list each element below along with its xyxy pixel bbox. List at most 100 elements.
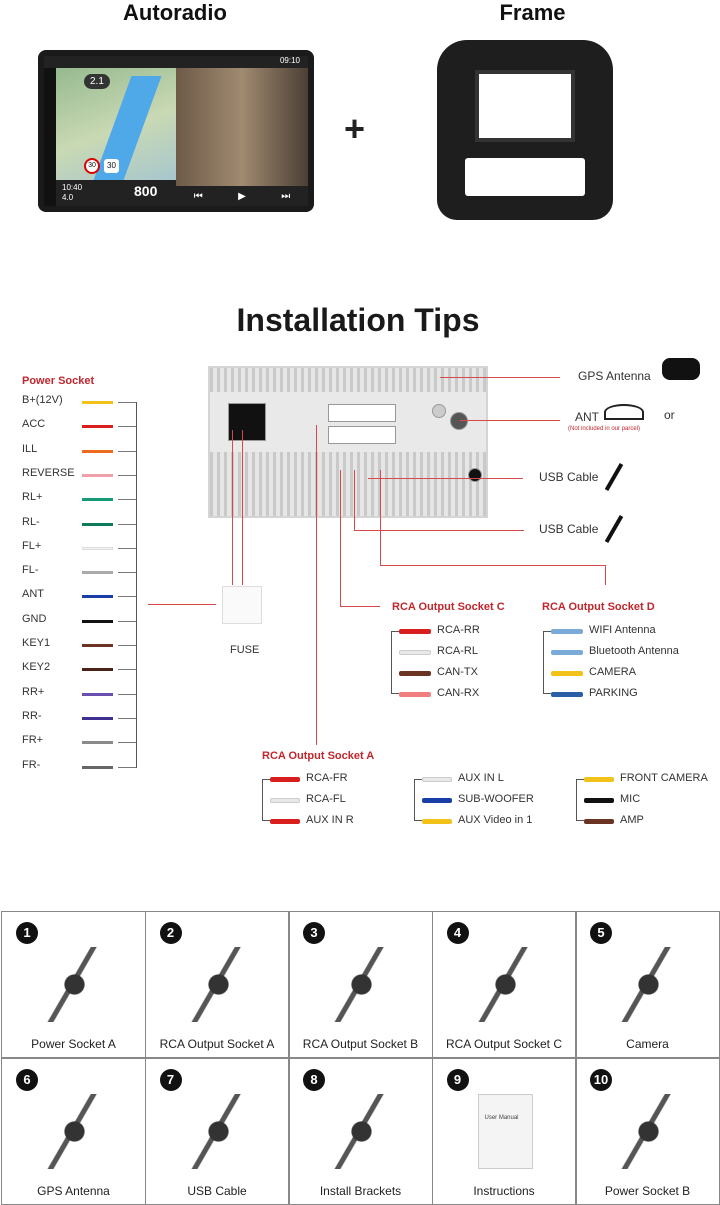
item-number-badge: 5: [590, 922, 612, 944]
power-wire-lead: [118, 499, 136, 501]
usb-cable-label-1: USB Cable: [539, 470, 599, 484]
power-wire-swatch: [82, 692, 113, 696]
or-label: or: [664, 408, 675, 422]
power-wire-lead: [118, 645, 136, 646]
connector-swatch: [551, 692, 583, 697]
item-caption: GPS Antenna: [37, 1184, 110, 1198]
item-number-badge: 6: [16, 1069, 38, 1091]
connector-label: CAN-TX: [437, 666, 478, 678]
item-number-badge: 4: [446, 922, 469, 944]
headunit-rear-image: [208, 366, 488, 518]
item-caption: Power Socket B: [604, 1184, 691, 1198]
item-caption: Instructions: [473, 1184, 535, 1198]
power-wire-label: FR-: [22, 758, 41, 771]
prev-icon[interactable]: ⏮: [193, 190, 203, 202]
connector-label: RCA-FL: [306, 793, 346, 805]
clock: 10:40: [62, 183, 83, 192]
power-wire-swatch: [82, 595, 113, 599]
power-wire-lead: [118, 766, 136, 768]
connector-label: RCA-RR: [437, 624, 480, 636]
frame-image: [437, 40, 613, 220]
bracket-line: [391, 631, 399, 694]
power-wire-swatch: [82, 716, 113, 720]
power-wire-label: RL-: [22, 515, 40, 528]
connector-label: Bluetooth Antenna: [589, 645, 679, 657]
connector-swatch: [399, 692, 431, 697]
autoradio-title: Autoradio: [123, 0, 227, 25]
item-caption: Camera: [626, 1037, 669, 1051]
gps-antenna-label: GPS Antenna: [578, 369, 651, 383]
item-image: User Manual: [477, 1094, 533, 1169]
bracket-line: [543, 631, 551, 694]
connector-swatch: [422, 798, 452, 803]
bracket-line: [262, 779, 270, 821]
manual-title: User Manual: [484, 1115, 519, 1121]
power-wire-swatch: [82, 571, 113, 575]
power-wire-lead: [118, 596, 136, 598]
power-wire-lead: [118, 620, 136, 622]
power-wire-swatch: [82, 425, 113, 429]
connector-label: AUX Video in 1: [458, 814, 533, 826]
item-number-badge: 1: [16, 922, 38, 944]
connector-label: RCA-RL: [437, 645, 478, 657]
item-caption: Power Socket A: [31, 1037, 116, 1051]
media-controls: ⏮ ▶ ⏭: [176, 186, 308, 206]
item-number-badge: 9: [446, 1069, 469, 1091]
item-caption: RCA Output Socket A: [159, 1037, 275, 1051]
power-wire-lead: [118, 742, 136, 744]
power-wire-lead: [118, 426, 136, 428]
item-caption: RCA Output Socket C: [445, 1037, 563, 1051]
item-image: [467, 947, 543, 1022]
power-wire-lead: [118, 669, 136, 671]
power-wire-label: KEY2: [22, 661, 51, 674]
power-wire-label: B+(12V): [22, 394, 63, 406]
item-caption: USB Cable: [187, 1184, 247, 1198]
power-wire-lead: [118, 717, 136, 719]
connector-swatch: [551, 629, 583, 634]
power-wire-swatch: [82, 449, 113, 453]
item-image: [180, 947, 256, 1022]
connector-swatch: [270, 798, 300, 803]
screen-time: 09:10: [279, 56, 300, 65]
next-icon[interactable]: ⏭: [281, 190, 291, 202]
power-wire-label: RR-: [22, 709, 42, 722]
power-wire-swatch: [82, 401, 113, 404]
power-wire-label: FR+: [22, 734, 44, 747]
gps-antenna-icon: [662, 358, 700, 380]
connector-label: SUB-WOOFER: [458, 793, 534, 805]
connector-swatch: [422, 777, 452, 782]
connector-swatch: [551, 650, 583, 655]
current-speed: 30: [104, 159, 119, 173]
speed-limit-sign: 30: [84, 158, 100, 174]
antenna-icon: [604, 404, 644, 420]
power-wire-label: RR+: [22, 685, 45, 698]
connector-swatch: [399, 650, 431, 655]
power-wire-swatch: [82, 522, 113, 526]
item-number-badge: 3: [303, 922, 325, 944]
item-image: [180, 1094, 256, 1169]
socket-d-title: RCA Output Socket D: [542, 601, 655, 613]
item-image: [611, 947, 686, 1022]
item-number-badge: 10: [590, 1069, 612, 1091]
connector-label: AUX IN R: [306, 814, 354, 826]
item-caption: RCA Output Socket B: [302, 1037, 419, 1051]
usb-cable-label-2: USB Cable: [539, 522, 599, 536]
connector-label: PARKING: [589, 687, 638, 699]
power-wire-label: KEY1: [22, 637, 51, 649]
play-icon[interactable]: ▶: [238, 190, 246, 202]
power-wire-lead: [118, 572, 136, 574]
ant-label: ANT: [575, 410, 599, 424]
power-wire-swatch: [82, 765, 113, 769]
nav-distance: 2.1: [84, 74, 110, 89]
socket-a-title: RCA Output Socket A: [262, 750, 375, 762]
connector-label: AMP: [620, 814, 644, 826]
connector-swatch: [584, 819, 614, 824]
